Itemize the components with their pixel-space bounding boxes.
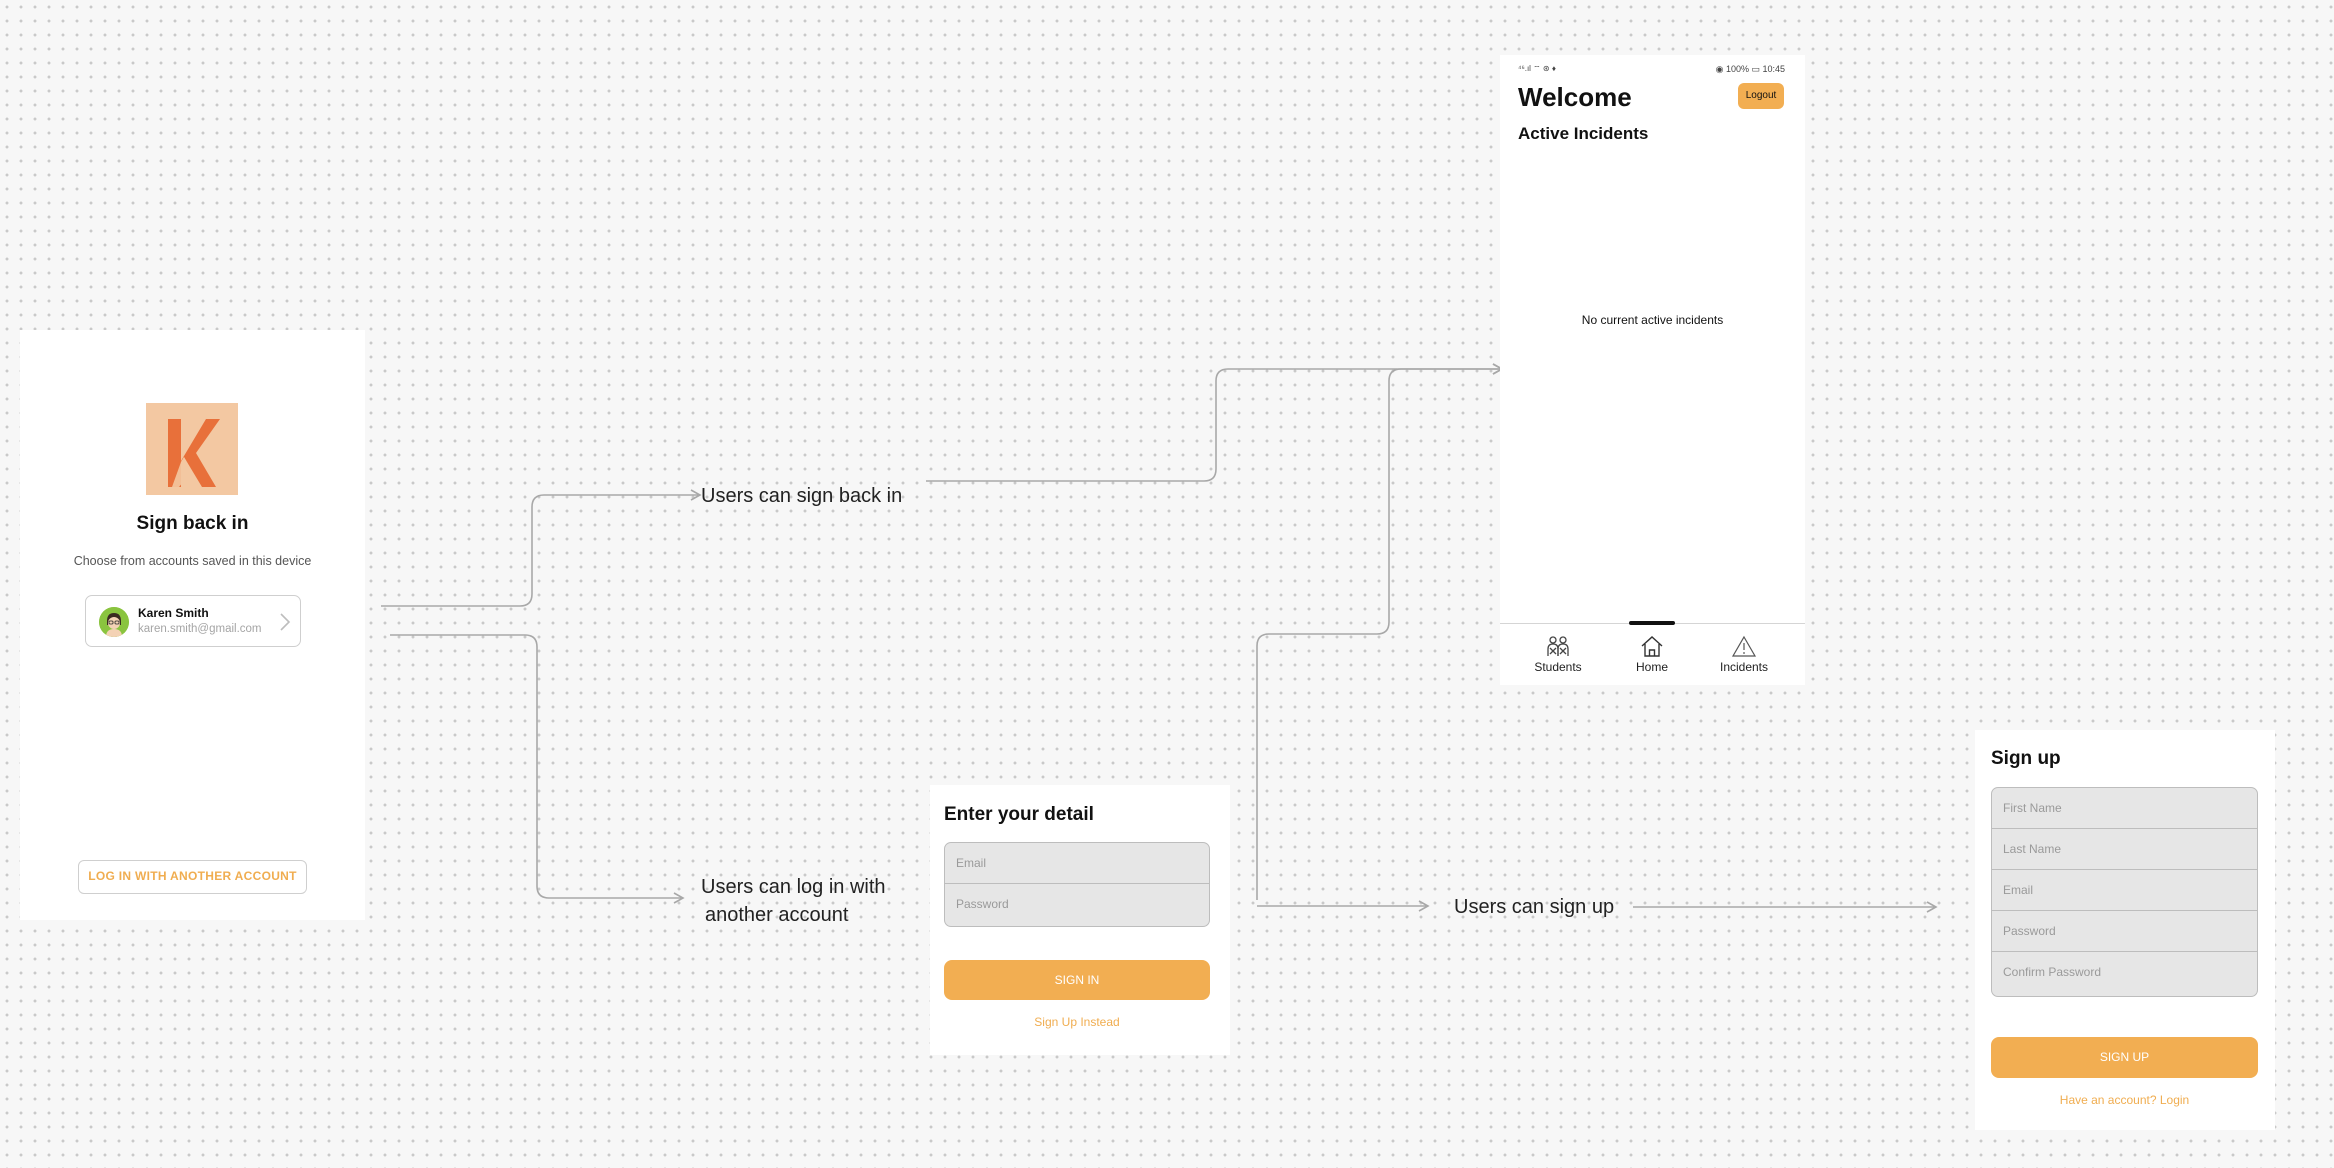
signup-field-group: First Name Last Name Email Password Conf… [1991,787,2258,997]
login-title: Enter your detail [944,804,1094,825]
connector-login-signup-to-home [1256,363,1504,900]
k-logo-icon [168,419,220,487]
login-link[interactable]: Have an account? Login [2059,1093,2190,1107]
log-in-another-account-button[interactable]: LOG IN WITH ANOTHER ACCOUNT [78,860,307,894]
sign-up-button[interactable]: SIGN UP [1991,1037,2258,1078]
first-name-field[interactable]: First Name [1992,788,2257,829]
nav-students[interactable]: Students [1523,635,1593,674]
chevron-right-icon [280,613,291,631]
connector-signback-to-label [381,489,702,607]
password-field[interactable]: Password [1992,911,2257,952]
last-name-field[interactable]: Last Name [1992,829,2257,870]
saved-account-card[interactable]: Karen Smith karen.smith@gmail.com [85,595,301,647]
email-field[interactable]: Email [945,843,1209,884]
app-logo [146,403,238,495]
email-field[interactable]: Email [1992,870,2257,911]
nav-incidents-label: Incidents [1719,660,1769,674]
sign-in-button[interactable]: SIGN IN [944,960,1210,1000]
status-bar-left: ⁴⁶.ıl ⌔ ⊛ ♦ [1518,64,1556,73]
logout-button[interactable]: Logout [1738,83,1784,109]
login-field-group: Email Password [944,842,1210,927]
flow-label-log-in-another-line1: Users can log in with [701,876,886,898]
page-title: Sign back in [136,513,249,534]
nav-incidents[interactable]: Incidents [1709,635,1779,674]
sign-up-instead-link[interactable]: Sign Up Instead [1034,1015,1120,1029]
nav-home[interactable]: Home [1617,635,1687,674]
flow-label-log-in-another-line2: another account [705,904,849,926]
signup-title: Sign up [1991,748,2061,769]
avatar [99,607,129,637]
account-email: karen.smith@gmail.com [138,623,262,635]
active-tab-indicator [1629,621,1675,625]
connector-another-to-label [390,634,685,904]
status-bar-right: ◉ 100% ▭ 10:45 [1715,64,1785,74]
nav-students-label: Students [1534,660,1582,674]
active-incidents-heading: Active Incidents [1518,124,1649,143]
user-avatar-icon [99,607,129,637]
login-screen: Enter your detail Email Password SIGN IN… [930,785,1230,1055]
students-icon [1547,636,1569,656]
nav-home-label: Home [1635,660,1668,674]
page-subtitle: Choose from accounts saved in this devic… [73,554,312,568]
sign-back-in-screen: Sign back in Choose from accounts saved … [20,330,365,920]
connector-label-to-home [926,363,1504,482]
password-field[interactable]: Password [956,897,1009,911]
welcome-title: Welcome [1518,82,1632,112]
flow-label-sign-back: Users can sign back in [701,485,903,507]
flow-label-sign-up: Users can sign up [1454,896,1615,918]
confirm-password-field[interactable]: Confirm Password [2003,965,2102,979]
signup-screen: Sign up First Name Last Name Email Passw… [1975,730,2275,1130]
account-name: Karen Smith [138,606,209,620]
warning-icon [1731,635,1757,657]
empty-incidents-message: No current active incidents [1581,313,1724,327]
home-icon [1641,636,1663,657]
home-screen: ⁴⁶.ıl ⌔ ⊛ ♦ ◉ 100% ▭ 10:45 Welcome Logou… [1500,55,1805,685]
